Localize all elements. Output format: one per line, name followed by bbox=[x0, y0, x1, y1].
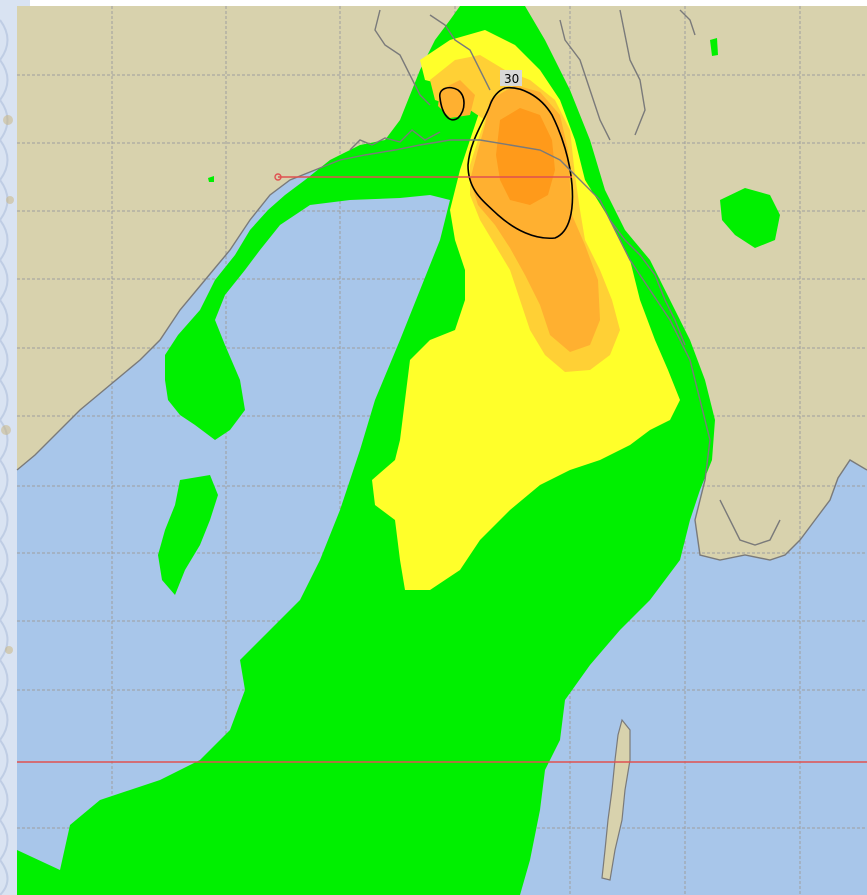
red-circle-marker-icon bbox=[274, 173, 282, 181]
land-area bbox=[17, 6, 867, 560]
contour-large bbox=[467, 86, 574, 240]
rainfall-band-dark-orange bbox=[496, 108, 555, 205]
contour-label-box: 30 bbox=[500, 70, 522, 86]
rainfall-band-orange bbox=[438, 80, 600, 352]
coastline bbox=[16, 9, 867, 561]
island-chain bbox=[601, 718, 631, 881]
contour-small bbox=[439, 86, 465, 121]
contour-lines bbox=[439, 86, 574, 240]
marker-lines bbox=[17, 176, 867, 763]
contour-label: 30 bbox=[504, 72, 519, 86]
